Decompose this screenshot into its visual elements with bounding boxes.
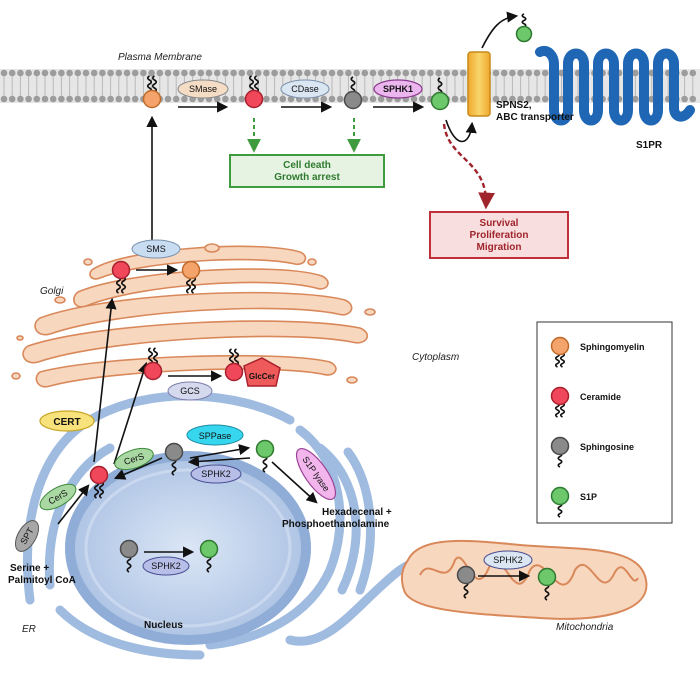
cell-death-arrows bbox=[247, 118, 361, 153]
s1pr-label: S1PR bbox=[636, 140, 663, 151]
sphingomyelin-molecule-icon bbox=[181, 260, 201, 294]
growth-arrest-label: Growth arrest bbox=[274, 172, 340, 183]
s1p-molecule-icon bbox=[515, 13, 533, 43]
transporter-label-2: ABC transporter bbox=[496, 112, 574, 123]
legend-sphingosine-icon bbox=[550, 436, 570, 468]
glccer-product: GlcCer bbox=[243, 357, 281, 387]
sphk2-mito-label: SPHK2 bbox=[493, 555, 523, 565]
mitochondrion bbox=[400, 539, 648, 620]
cdase-label: CDase bbox=[291, 84, 319, 94]
nucleus-label: Nucleus bbox=[144, 620, 183, 631]
cert-label: CERT bbox=[53, 417, 80, 428]
plasma-membrane-label: Plasma Membrane bbox=[118, 52, 202, 63]
er-label: ER bbox=[22, 624, 36, 635]
survival-label: Survival bbox=[480, 218, 519, 229]
legend-label-ceramide: Ceramide bbox=[580, 392, 621, 402]
proliferation-label: Proliferation bbox=[470, 230, 529, 241]
legend-label-s1p: S1P bbox=[580, 492, 597, 502]
legend-ceramide-icon bbox=[550, 386, 570, 418]
spt-badge: SPT bbox=[14, 520, 40, 552]
legend-label-sphingomyelin: Sphingomyelin bbox=[580, 342, 645, 352]
s1p-molecule-icon bbox=[537, 567, 557, 601]
hexadecenal-label: Hexadecenal + bbox=[322, 507, 392, 518]
survival-arrow bbox=[442, 123, 495, 210]
sms-badge: SMS bbox=[131, 239, 181, 259]
sphingosine-molecule-icon bbox=[164, 442, 184, 476]
transporter-label-1: SPNS2, bbox=[496, 100, 532, 111]
phosphoethanolamine-label: Phosphoethanolamine bbox=[282, 519, 390, 530]
sphingomyelin-molecule-icon bbox=[142, 75, 162, 109]
sphingosine-molecule-icon bbox=[343, 76, 363, 110]
sphk2-nucleus-badge: SPHK2 bbox=[142, 556, 190, 576]
cdase-badge: CDase bbox=[280, 79, 330, 99]
s1p-molecule-icon bbox=[430, 77, 450, 111]
spns2-transporter-icon bbox=[467, 51, 491, 117]
sphk2-nucleus-label: SPHK2 bbox=[151, 561, 181, 571]
sms-label: SMS bbox=[146, 244, 166, 254]
cers-nuc-badge: CerS bbox=[114, 447, 154, 471]
ceramide-molecule-icon bbox=[224, 348, 244, 382]
s1p-molecule-icon bbox=[255, 439, 275, 473]
cers-er-badge: CerS bbox=[39, 483, 77, 511]
glccer-label: GlcCer bbox=[249, 372, 275, 381]
sphingosine-molecule-icon bbox=[456, 565, 476, 599]
survival-box: Survival Proliferation Migration bbox=[429, 211, 569, 259]
s1pr-receptor-icon bbox=[535, 46, 695, 126]
sphk2-mito-badge: SPHK2 bbox=[483, 550, 533, 570]
ceramide-molecule-icon bbox=[244, 75, 264, 109]
gcs-label: GCS bbox=[180, 386, 200, 396]
sphk1-badge: SPHK1 bbox=[373, 79, 423, 99]
palmitoyl-coa-label: Palmitoyl CoA bbox=[8, 575, 76, 586]
sphk2-er-badge: SPHK2 bbox=[190, 464, 242, 484]
legend-sphingomyelin-icon bbox=[550, 336, 570, 368]
legend-label-sphingosine: Sphingosine bbox=[580, 442, 634, 452]
smase-badge: SMase bbox=[177, 79, 229, 99]
migration-label: Migration bbox=[477, 242, 522, 253]
s1p-molecule-icon bbox=[199, 539, 219, 573]
ceramide-molecule-icon bbox=[89, 465, 109, 499]
cytoplasm-label: Cytoplasm bbox=[412, 352, 459, 363]
smase-label: SMase bbox=[189, 84, 217, 94]
cert-badge: CERT bbox=[39, 410, 95, 432]
sppase-badge: SPPase bbox=[186, 424, 244, 446]
lipid-molecules bbox=[89, 13, 557, 601]
ceramide-molecule-icon bbox=[143, 347, 163, 381]
serine-label: Serine + bbox=[10, 563, 49, 574]
legend-s1p-icon bbox=[550, 486, 570, 518]
sphingosine-molecule-icon bbox=[119, 539, 139, 573]
mitochondria-label: Mitochondria bbox=[556, 622, 614, 633]
cell-death-label: Cell death bbox=[283, 160, 331, 171]
gcs-badge: GCS bbox=[167, 381, 213, 401]
golgi-label: Golgi bbox=[40, 286, 64, 297]
sphk1-label: SPHK1 bbox=[383, 84, 413, 94]
nucleus bbox=[65, 451, 311, 645]
ceramide-molecule-icon bbox=[111, 260, 131, 294]
pathway-arrows bbox=[57, 11, 531, 582]
cell-death-box: Cell death Growth arrest bbox=[229, 154, 385, 188]
sppase-label: SPPase bbox=[199, 431, 232, 441]
sphk2-er-label: SPHK2 bbox=[201, 469, 231, 479]
